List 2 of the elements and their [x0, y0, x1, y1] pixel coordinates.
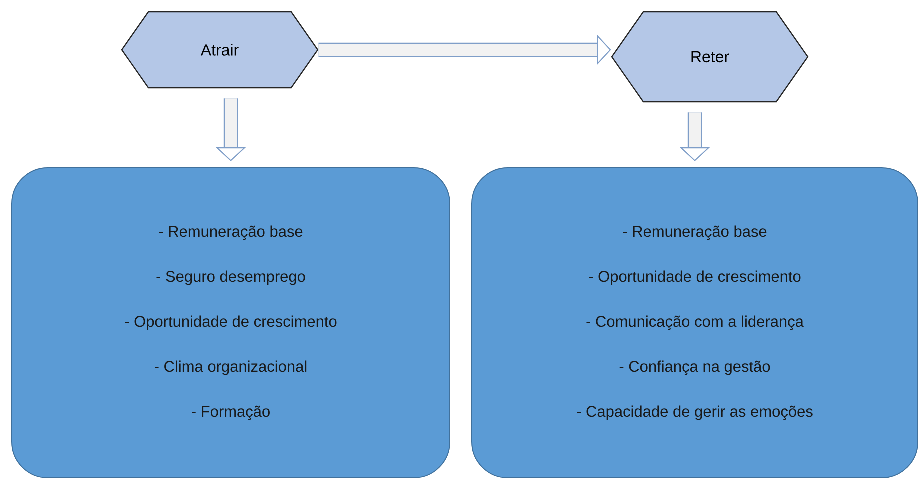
- rounded-box: - Remuneração base - Oportunidade de crescimento - Comunicação com a liderança - Confiança na gestão - Capacidade de gerir as emoções: [472, 168, 918, 478]
- rounded-box: - Remuneração base - Seguro desemprego - Oportunidade de crescimento - Clima organizacional - Formação: [12, 168, 450, 478]
